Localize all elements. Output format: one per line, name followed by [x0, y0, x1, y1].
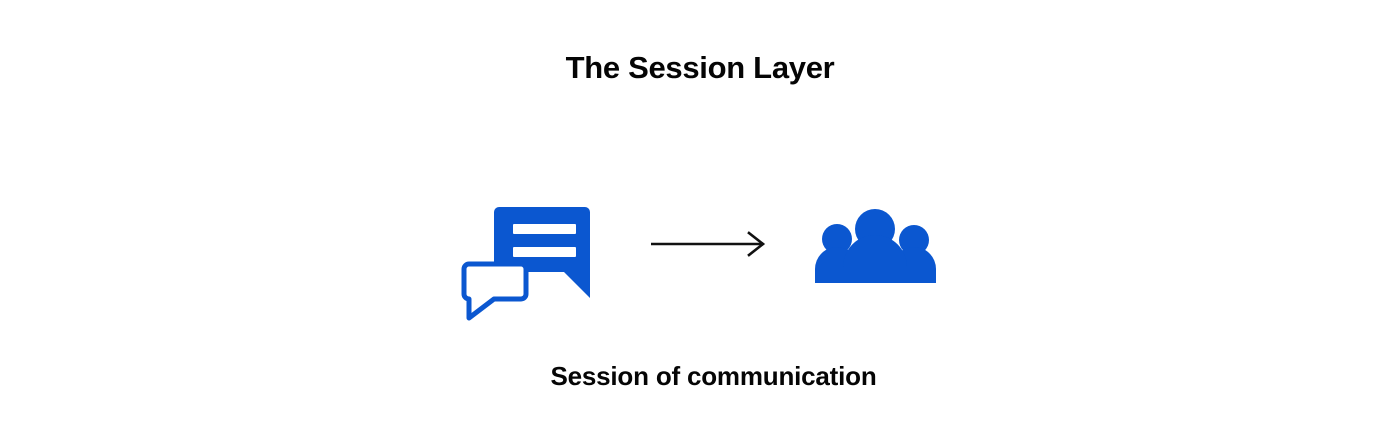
chat-bubble-outlined [461, 261, 529, 321]
arrow-head [747, 231, 766, 257]
arrow-right-icon [646, 228, 776, 258]
person-center-body [843, 235, 907, 283]
diagram-illustration [0, 190, 1400, 330]
person-left-head [822, 224, 852, 254]
chat-bubbles-icon [458, 196, 598, 328]
chat-line-top [513, 224, 576, 234]
page-caption: Session of communication [550, 361, 877, 391]
chat-line-bottom [513, 247, 576, 257]
page-title: The Session Layer [565, 50, 835, 85]
people-group-icon [810, 208, 940, 288]
person-right-head [899, 225, 929, 255]
